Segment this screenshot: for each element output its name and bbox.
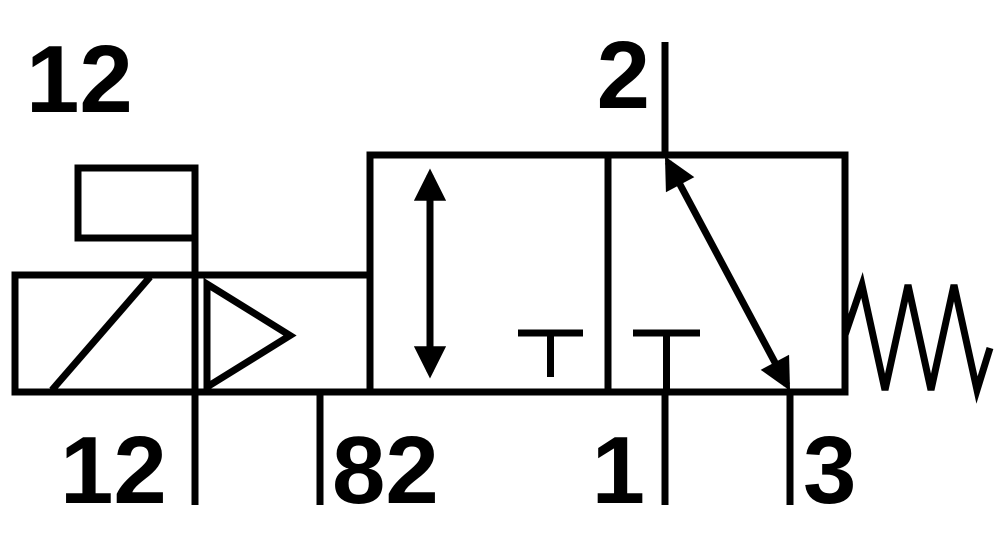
pilot-triangle-icon bbox=[203, 277, 297, 394]
label-port-1: 1 bbox=[592, 417, 645, 524]
label-pilot-top: 12 bbox=[26, 26, 133, 133]
flow-arrow-diagonal-icon bbox=[664, 156, 791, 391]
spring-return-icon bbox=[841, 271, 994, 404]
label-port-82: 82 bbox=[332, 417, 439, 524]
pilot-channel bbox=[74, 164, 195, 242]
label-port-3: 3 bbox=[803, 417, 856, 524]
blocked-port-t-icon-right bbox=[633, 329, 700, 392]
label-pilot-bottom: 12 bbox=[60, 417, 167, 524]
blocked-port-t-icon-left bbox=[518, 329, 583, 377]
label-port-2: 2 bbox=[597, 22, 650, 129]
schematic-lines bbox=[11, 42, 994, 505]
solenoid-coil-icon bbox=[49, 274, 153, 393]
